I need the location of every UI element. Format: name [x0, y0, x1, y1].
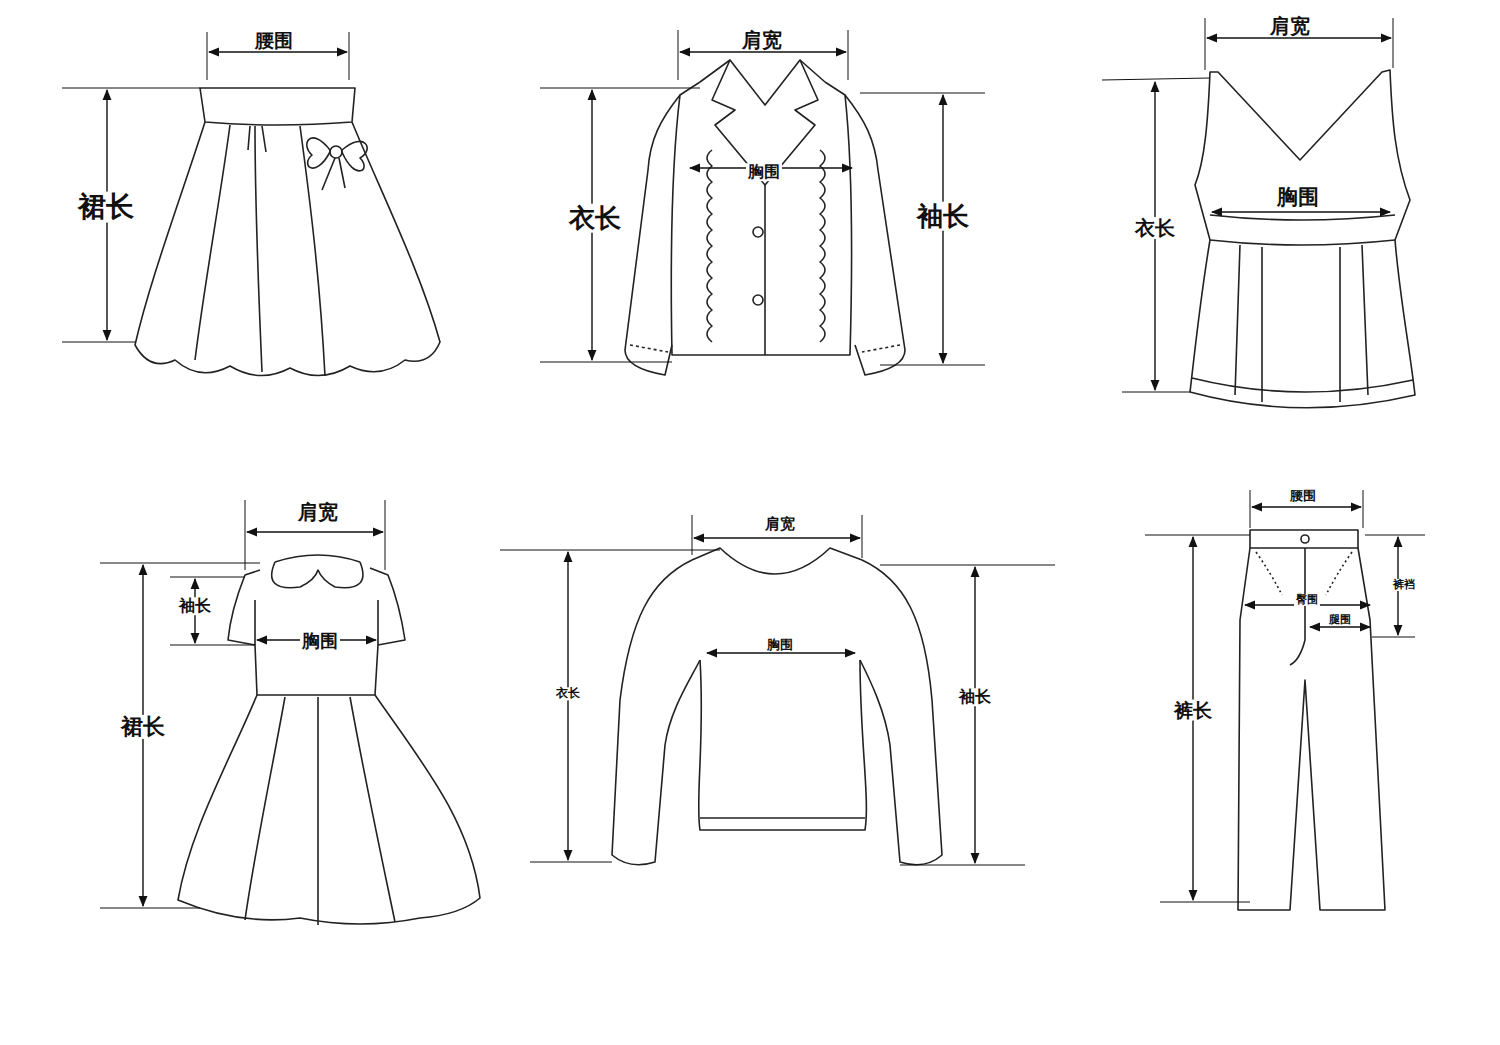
measurement-label: 肩宽 [1268, 15, 1312, 37]
measurement-label: 袖长 [177, 597, 213, 615]
measurement-label: 裤长 [1172, 700, 1214, 721]
measurement-label: 胸围 [1275, 186, 1321, 209]
measurement-label: 衣长 [554, 687, 582, 700]
measurement-label: 袖长 [957, 688, 993, 706]
measurement-label: 裙长 [119, 715, 167, 739]
measurement-label: 胸围 [765, 638, 795, 652]
measurement-label: 肩宽 [740, 29, 784, 51]
measurement-label: 裙长 [76, 192, 136, 223]
measurement-label: 臀围 [1294, 594, 1320, 606]
measurement-label: 肩宽 [763, 516, 797, 533]
measurement-label: 胸围 [746, 163, 782, 181]
measurement-label: 腰围 [1288, 489, 1318, 503]
measurement-label: 胸围 [300, 631, 340, 651]
measurement-label: 衣长 [567, 204, 623, 233]
measurement-label: 肩宽 [296, 501, 340, 523]
measurement-label: 衣长 [1133, 217, 1177, 239]
measurement-label: 裤裆 [1391, 579, 1417, 591]
measurement-label: 袖长 [915, 202, 971, 231]
measurement-label: 腿围 [1327, 614, 1353, 626]
measurement-label: 腰围 [253, 30, 295, 51]
